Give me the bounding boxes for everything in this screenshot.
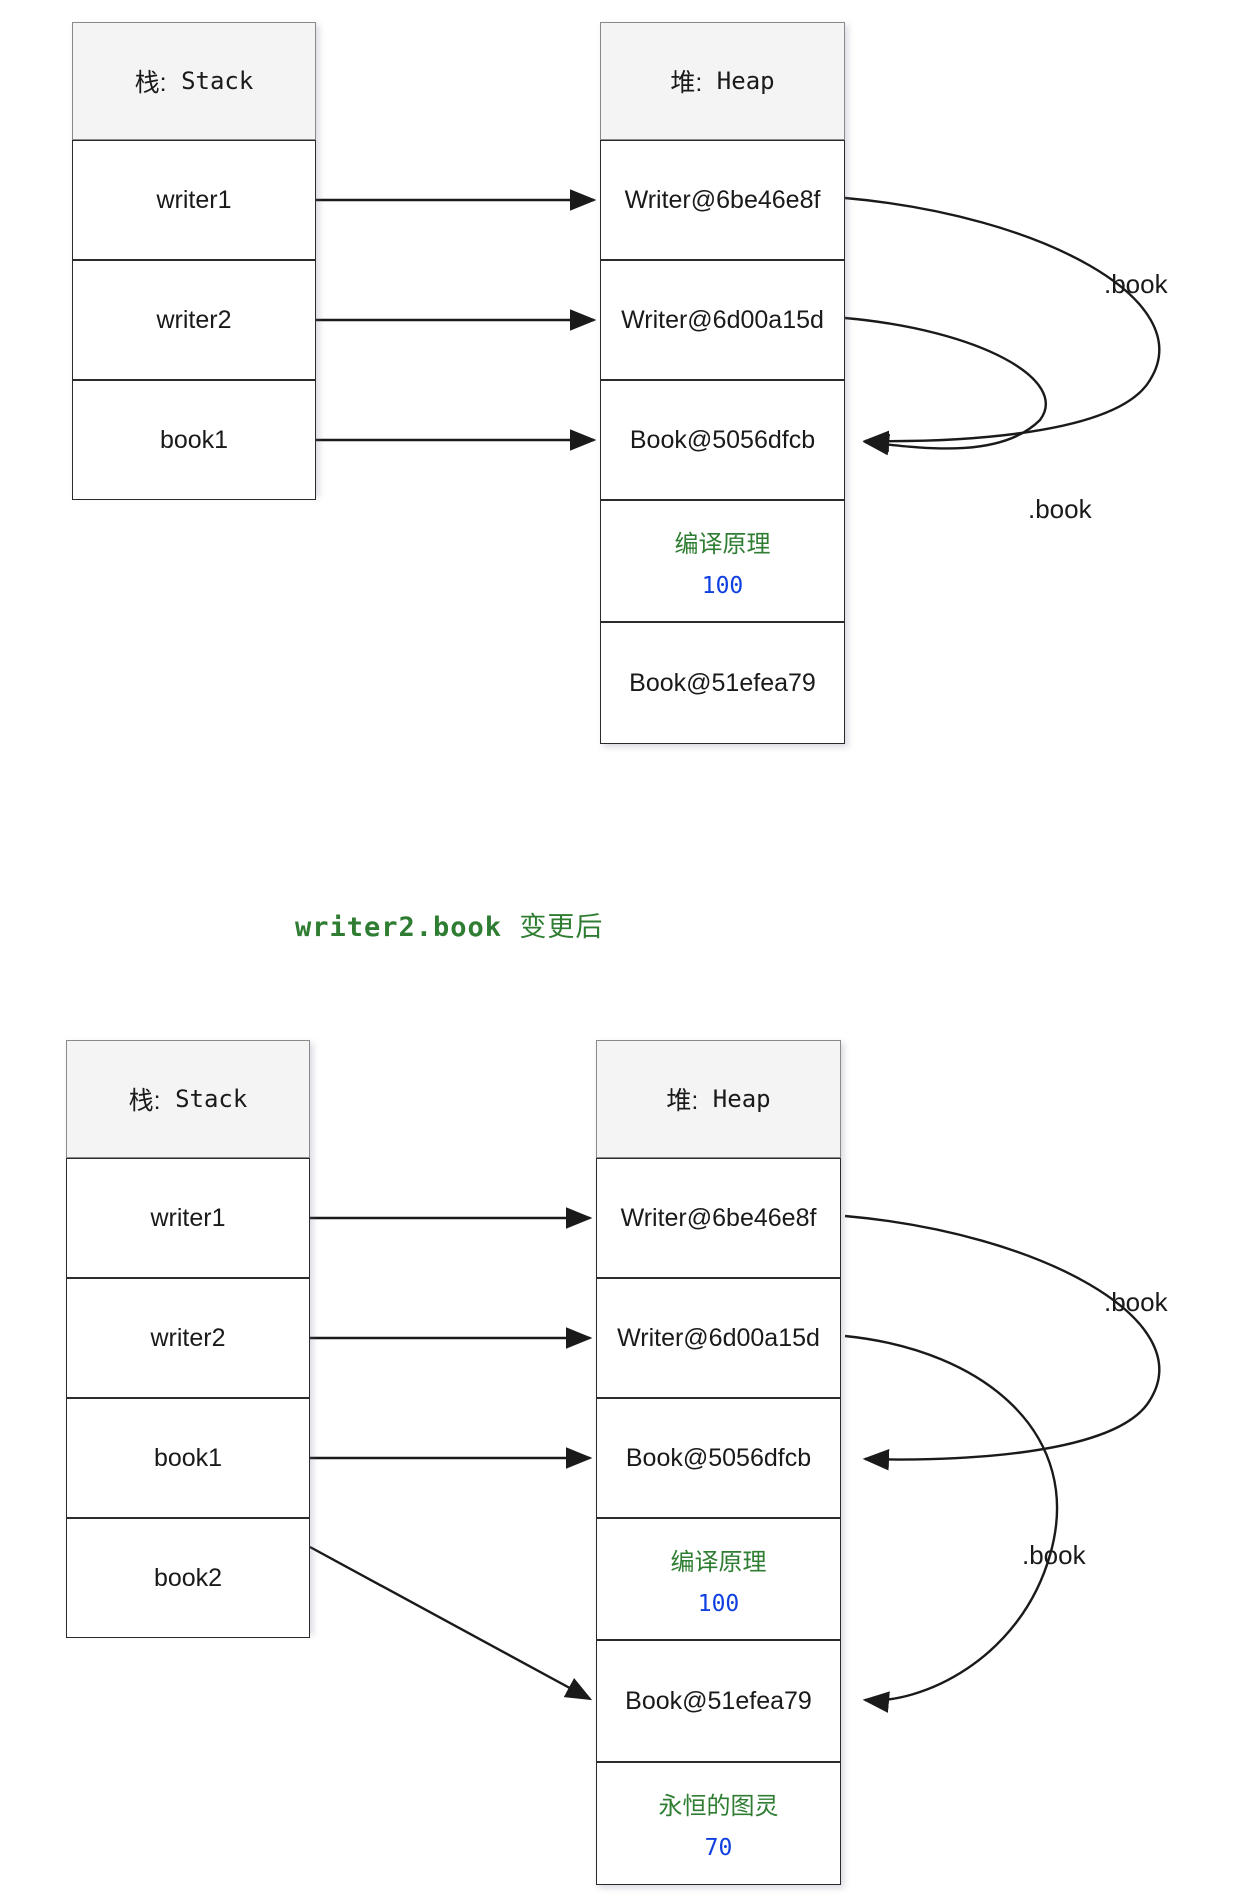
stack-header-cn: 栈: (128, 1087, 161, 1115)
diagram-before: 栈: Stack writer1 writer2 book1 堆: Heap W… (0, 0, 1240, 760)
heap-header-cn: 堆: (666, 1087, 699, 1115)
stack-header-en: Stack (175, 1085, 248, 1113)
edge-label-book-inner-before: .book (1028, 494, 1092, 524)
heap-row-book1-obj-after: Book@5056dfcb (596, 1398, 841, 1518)
heap-row-book2-fields-after: 永恒的图灵 70 (596, 1762, 841, 1885)
heap-header-cn: 堆: (670, 69, 703, 97)
heap-row-label: Book@51efea79 (625, 1686, 812, 1715)
arrow-layer-before (315, 189, 1161, 456)
heap-row-writer2-obj-before: Writer@6d00a15d (600, 260, 845, 380)
stack-row-label: book1 (159, 425, 229, 454)
stack-row-label: writer1 (156, 185, 232, 214)
stack-header-en: Stack (181, 67, 254, 95)
edge-label-book-outer-after: .book (1104, 1287, 1168, 1317)
heap-row-label: Writer@6be46e8f (620, 1203, 817, 1232)
book-title: 编译原理 (670, 1548, 767, 1576)
ref-arrow-writer2-book (844, 316, 1047, 456)
heap-row-label: Book@5056dfcb (629, 425, 816, 454)
heap-row-writer1-obj-after: Writer@6be46e8f (596, 1158, 841, 1278)
stack-row-book1-before: book1 (72, 380, 316, 500)
heap-row-label: Writer@6d00a15d (621, 305, 824, 334)
stack-row-label: writer2 (156, 305, 232, 334)
heap-row-book1-fields-after: 编译原理 100 (596, 1518, 841, 1640)
book-title: 编译原理 (674, 530, 771, 558)
heap-row-writer1-obj-before: Writer@6be46e8f (600, 140, 845, 260)
heap-row-label: Writer@6d00a15d (617, 1323, 820, 1352)
ref-arrow-writer1-book (844, 196, 1161, 453)
stack-row-label: book2 (153, 1563, 223, 1592)
book-title: 永恒的图灵 (658, 1793, 779, 1820)
heap-row-book2-obj-after: Book@51efea79 (596, 1640, 841, 1762)
book-price: 100 (701, 572, 744, 599)
stack-header-cn: 栈: (134, 69, 167, 97)
heap-row-label: Book@51efea79 (629, 668, 816, 697)
edge-label-book-inner-after: .book (1022, 1540, 1086, 1570)
caption-code: writer2.book (295, 912, 503, 943)
ref-arrow-book2 (309, 1545, 593, 1701)
ref-arrow-writer2-book (844, 1334, 1059, 1713)
stack-row-writer1-before: writer1 (72, 140, 316, 260)
heap-header-after: 堆: Heap (596, 1040, 841, 1158)
heap-row-label: Book@5056dfcb (625, 1443, 812, 1472)
heap-header-before: 堆: Heap (600, 22, 845, 140)
stack-row-label: writer1 (150, 1203, 226, 1232)
ref-arrow-writer1-book (844, 1214, 1161, 1471)
edge-label-book-outer-before: .book (1104, 269, 1168, 299)
heap-row-book1-obj-before: Book@5056dfcb (600, 380, 845, 500)
heap-header-en: Heap (712, 1085, 771, 1113)
stack-row-writer2-before: writer2 (72, 260, 316, 380)
stack-row-book1-after: book1 (66, 1398, 310, 1518)
heap-row-label: Writer@6be46e8f (624, 185, 821, 214)
stack-header-before: 栈: Stack (72, 22, 316, 140)
stack-row-writer1-after: writer1 (66, 1158, 310, 1278)
book-price: 100 (697, 1590, 740, 1617)
transition-caption: writer2.book 变更后 (295, 905, 603, 944)
heap-row-writer2-obj-after: Writer@6d00a15d (596, 1278, 841, 1398)
stack-row-writer2-after: writer2 (66, 1278, 310, 1398)
heap-header-en: Heap (716, 67, 775, 95)
stack-row-label: writer2 (150, 1323, 226, 1352)
caption-cn: 变更后 (519, 912, 604, 942)
stack-row-book2-after: book2 (66, 1518, 310, 1638)
arrow-layer-after (309, 1207, 1161, 1713)
diagram-after: 栈: Stack writer1 writer2 book1 book2 堆: … (0, 1035, 1240, 1903)
heap-row-book1-fields-before: 编译原理 100 (600, 500, 845, 622)
book-price: 70 (704, 1835, 733, 1861)
heap-row-book2-obj-before: Book@51efea79 (600, 622, 845, 744)
stack-header-after: 栈: Stack (66, 1040, 310, 1158)
stack-row-label: book1 (153, 1443, 223, 1472)
